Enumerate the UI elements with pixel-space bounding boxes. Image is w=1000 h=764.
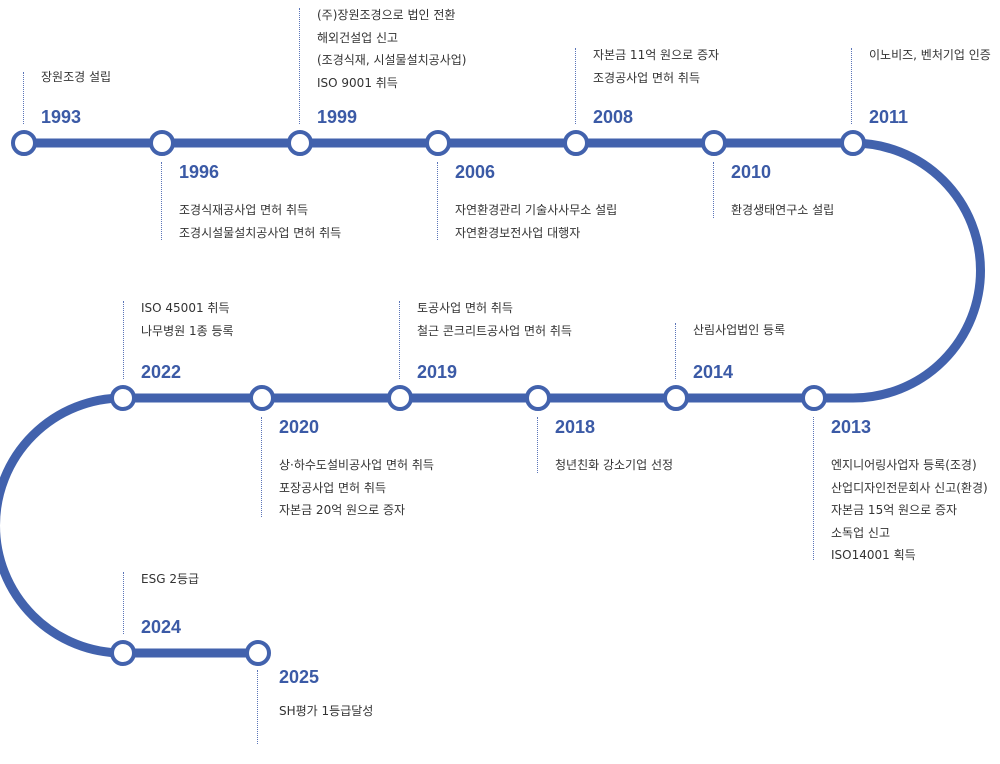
year-label-2011: 2011 xyxy=(869,107,909,127)
timeline-node-2022 xyxy=(110,385,136,411)
year-label-2022: 2022 xyxy=(141,362,182,382)
timeline-line xyxy=(0,138,985,658)
year-label-2018: 2018 xyxy=(555,417,596,437)
event-desc-2020: 상·하수도설비공사업 면허 취득 포장공사업 면허 취득 자본금 20억 원으로… xyxy=(279,458,434,517)
dotted-connector-1996 xyxy=(161,162,162,240)
year-label-1999: 1999 xyxy=(317,107,358,127)
dotted-connector-2011 xyxy=(851,48,852,124)
event-desc-2024: ESG 2등급 xyxy=(141,572,200,586)
timeline-node-2024 xyxy=(110,640,136,666)
dotted-connector-1993 xyxy=(23,72,24,124)
timeline-node-2014 xyxy=(663,385,689,411)
event-desc-2010: 환경생태연구소 설립 xyxy=(731,203,835,217)
event-desc-2011: 이노비즈, 벤처기업 인증 xyxy=(869,48,991,62)
event-desc-2025: SH평가 1등급달성 xyxy=(279,704,374,718)
year-label-1996: 1996 xyxy=(179,162,220,182)
timeline-node-1999 xyxy=(287,130,313,156)
timeline-node-2020 xyxy=(249,385,275,411)
timeline-node-1993 xyxy=(11,130,37,156)
dotted-connector-2020 xyxy=(261,417,262,517)
event-desc-2013: 엔지니어링사업자 등록(조경) 산업디자인전문회사 신고(환경) 자본금 15억… xyxy=(831,458,988,562)
timeline-node-2019 xyxy=(387,385,413,411)
year-label-2006: 2006 xyxy=(455,162,496,182)
dotted-connector-2008 xyxy=(575,48,576,124)
dotted-connector-2006 xyxy=(437,162,438,240)
dotted-connector-2014 xyxy=(675,323,676,379)
dotted-connector-2010 xyxy=(713,162,714,218)
timeline-node-2006 xyxy=(425,130,451,156)
dotted-connector-2022 xyxy=(123,301,124,379)
year-label-2010: 2010 xyxy=(731,162,772,182)
event-desc-2008: 자본금 11억 원으로 증자 조경공사업 면허 취득 xyxy=(593,48,720,85)
year-label-1993: 1993 xyxy=(41,107,82,127)
dotted-connector-2013 xyxy=(813,417,814,560)
timeline-node-2013 xyxy=(801,385,827,411)
event-desc-2022: ISO 45001 취득 나무병원 1종 등록 xyxy=(141,301,234,338)
year-label-2025: 2025 xyxy=(279,667,320,687)
year-label-2024: 2024 xyxy=(141,617,182,637)
year-label-2019: 2019 xyxy=(417,362,458,382)
event-desc-2018: 청년친화 강소기업 선정 xyxy=(555,458,674,472)
year-label-2020: 2020 xyxy=(279,417,320,437)
year-label-2008: 2008 xyxy=(593,107,634,127)
timeline-node-2025 xyxy=(245,640,271,666)
timeline-node-2008 xyxy=(563,130,589,156)
timeline-node-2011 xyxy=(840,130,866,156)
year-label-2013: 2013 xyxy=(831,417,872,437)
timeline-node-1996 xyxy=(149,130,175,156)
dotted-connector-2019 xyxy=(399,301,400,379)
timeline-node-2018 xyxy=(525,385,551,411)
dotted-connector-2018 xyxy=(537,417,538,473)
event-desc-2019: 토공사업 면허 취득 철근 콘크리트공사업 면허 취득 xyxy=(417,301,572,338)
event-desc-2014: 산림사업법인 등록 xyxy=(693,323,786,337)
dotted-connector-2025 xyxy=(257,670,258,744)
event-desc-1999: (주)장원조경으로 법인 전환 해외건설업 신고 (조경식재, 시설물설치공사업… xyxy=(317,8,467,90)
dotted-connector-2024 xyxy=(123,572,124,634)
year-label-2014: 2014 xyxy=(693,362,734,382)
timeline-node-2010 xyxy=(701,130,727,156)
event-desc-2006: 자연환경관리 기술사사무소 설립 자연환경보전사업 대행자 xyxy=(455,203,618,240)
dotted-connector-1999 xyxy=(299,8,300,124)
event-desc-1993: 장원조경 설립 xyxy=(41,70,112,84)
event-desc-1996: 조경식재공사업 면허 취득 조경시설물설치공사업 면허 취득 xyxy=(179,203,342,240)
